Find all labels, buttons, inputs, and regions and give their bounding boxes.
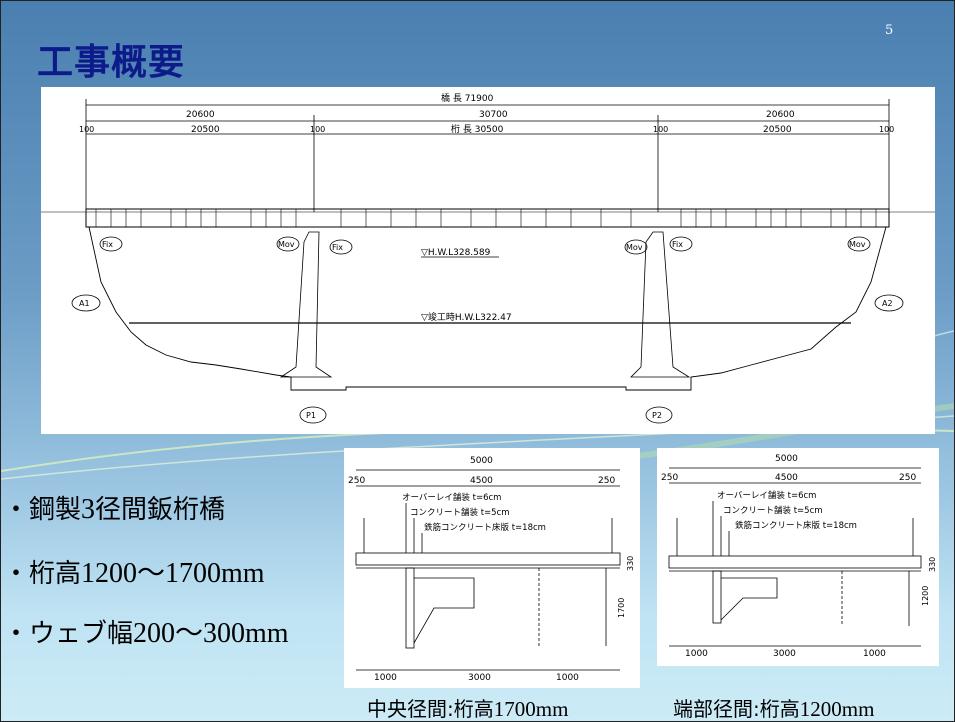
sec2-bottom-left: 1000 xyxy=(685,649,708,659)
girder-stiffeners xyxy=(95,209,877,227)
dim-girder-center: 桁 長 30500 xyxy=(451,123,504,135)
gap-p2: 100 xyxy=(653,125,668,134)
hwl-label: ▽H.W.L328.589 xyxy=(421,248,491,258)
gap-a1: 100 xyxy=(79,125,94,134)
sec2-concrete-pave: コンクリート舗装 t=5cm xyxy=(723,505,823,516)
bearing-a2: Mov xyxy=(849,240,866,249)
caption-end-num: 1200mm xyxy=(799,697,875,721)
bearing-p2-mov: Mov xyxy=(626,243,643,252)
gap-p1: 100 xyxy=(310,125,325,134)
bullet-2-num: 1200〜1700mm xyxy=(81,558,265,589)
dim-span-center: 30700 xyxy=(479,110,508,120)
sec2-edge-right: 250 xyxy=(899,473,916,483)
sec1-overlay: オーバーレイ舗装 t=6cm xyxy=(402,492,501,503)
dim-girder-left: 20500 xyxy=(191,125,220,135)
pier-p1-label: P1 xyxy=(306,411,316,420)
abutment-a2-label: A2 xyxy=(882,299,893,308)
sec2-edge-left: 250 xyxy=(661,473,678,483)
sec1-bottom-right: 1000 xyxy=(556,673,579,683)
sec2-total-width: 5000 xyxy=(775,454,798,464)
sec1-concrete-pave: コンクリート舗装 t=5cm xyxy=(410,507,510,518)
bridge-elevation-drawing: 橋 長 71900 20600 30700 20600 100 20500 10… xyxy=(41,87,935,434)
sec2-road-width: 4500 xyxy=(775,473,798,483)
caption-center-num: 1700mm xyxy=(493,697,569,721)
sec1-deck: 鉄筋コンクリート床版 t=18cm xyxy=(424,522,546,533)
bearing-p1-mov: Mov xyxy=(278,240,295,249)
bullet-bridge-type: ・鋼製3径間鈑桁橋 xyxy=(3,489,225,526)
sec1-bottom-left: 1000 xyxy=(374,673,397,683)
bearing-p2-fix: Fix xyxy=(672,240,683,249)
construction-hwl-label: ▽竣工時H.W.L322.47 xyxy=(421,311,512,323)
gap-a2: 100 xyxy=(879,125,894,134)
pier-p2-label: P2 xyxy=(652,411,662,420)
end-span-cross-section: 5000 250 4500 250 オーバーレイ舗装 t=6cm コンクリート舗… xyxy=(657,448,939,666)
sec1-total-width: 5000 xyxy=(470,456,493,466)
caption-end-span: 端部径間:桁高1200mm xyxy=(673,693,875,721)
dim-span-right: 20600 xyxy=(766,110,795,120)
bearing-p1-fix: Fix xyxy=(332,243,343,252)
bullet-1-prefix: ・鋼製 xyxy=(3,495,82,525)
sec2-overlay: オーバーレイ舗装 t=6cm xyxy=(717,490,816,501)
abutment-a1-label: A1 xyxy=(79,299,90,308)
bullet-web-width: ・ウェブ幅200〜300mm xyxy=(3,611,289,651)
bullet-1-num: 3 xyxy=(81,494,96,525)
caption-end-prefix: 端部径間:桁高 xyxy=(673,697,800,721)
dim-bridge-length: 橋 長 71900 xyxy=(441,92,494,104)
sec2-girder-height: 1200 xyxy=(921,586,930,606)
caption-center-span: 中央径間:桁高1700mm xyxy=(367,693,569,721)
sec1-bottom-mid: 3000 xyxy=(468,673,491,683)
sec1-edge-right: 250 xyxy=(598,476,615,486)
center-span-cross-section: 5000 250 4500 250 オーバーレイ舗装 t=6cm コンクリート舗… xyxy=(344,448,640,688)
bullet-1-suffix: 径間鈑桁橋 xyxy=(95,495,226,525)
dim-span-left: 20600 xyxy=(186,110,215,120)
sec1-girder-height: 1700 xyxy=(617,598,626,618)
sec1-edge-left: 250 xyxy=(348,476,365,486)
sec2-deck: 鉄筋コンクリート床版 t=18cm xyxy=(735,520,857,531)
sec1-deck-depth: 330 xyxy=(626,556,635,571)
sec1-road-width: 4500 xyxy=(470,476,493,486)
caption-center-prefix: 中央径間:桁高 xyxy=(367,697,494,721)
bullet-2-prefix: ・桁高 xyxy=(3,559,82,589)
page-number: 5 xyxy=(885,23,894,38)
bearing-a1: Fix xyxy=(102,240,113,249)
dim-girder-right: 20500 xyxy=(763,125,792,135)
bullet-3-prefix: ・ウェブ幅 xyxy=(3,619,134,649)
bullet-3-num: 200〜300mm xyxy=(133,618,289,649)
sec2-deck-depth: 330 xyxy=(928,557,937,572)
page-title: 工事概要 xyxy=(37,42,186,83)
sec2-bottom-right: 1000 xyxy=(863,649,886,659)
sec2-bottom-mid: 3000 xyxy=(773,649,796,659)
bullet-girder-height: ・桁高1200〜1700mm xyxy=(3,551,265,591)
